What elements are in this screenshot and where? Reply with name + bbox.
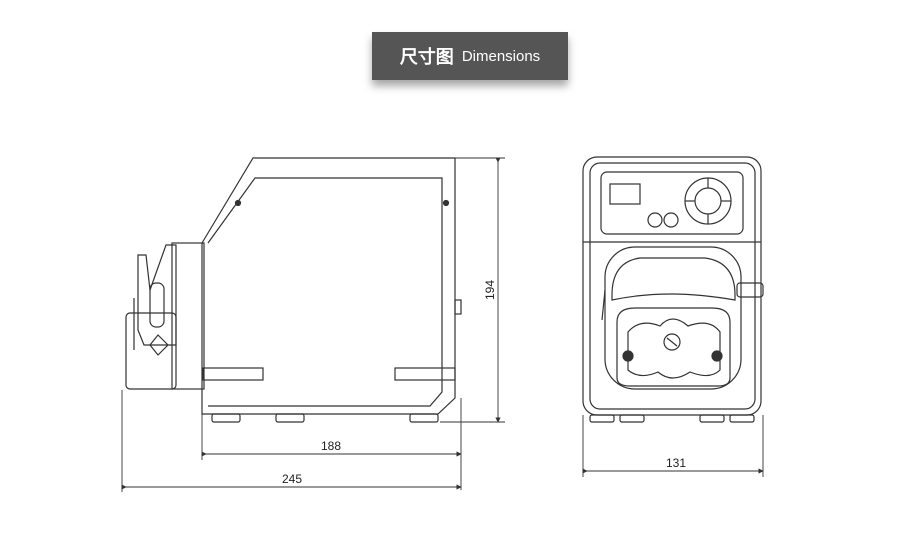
title-banner: 尺寸图 Dimensions xyxy=(372,32,568,80)
pump-rotor-plate xyxy=(616,307,731,387)
pump-side-lever xyxy=(736,282,764,298)
front-foot-4 xyxy=(729,414,755,423)
front-view xyxy=(582,156,764,423)
total-length-label: 245 xyxy=(282,472,302,486)
title-english: Dimensions xyxy=(461,47,541,65)
button-2 xyxy=(663,212,679,228)
side-back-connector xyxy=(454,299,462,315)
front-dimension-lines xyxy=(582,415,764,477)
title-chinese: 尺寸图 xyxy=(399,47,454,68)
side-body-outline xyxy=(201,157,456,415)
front-foot-3 xyxy=(699,414,725,423)
side-foot-2 xyxy=(275,413,305,423)
pump-head-body xyxy=(604,246,742,390)
side-view xyxy=(125,157,462,423)
pump-roller-shape xyxy=(627,318,721,379)
pump-screw-right xyxy=(711,350,723,362)
side-foot-1 xyxy=(211,413,241,423)
pump-head-latch xyxy=(149,334,169,356)
pump-head-cover xyxy=(611,257,736,301)
control-panel xyxy=(600,171,744,235)
pump-head-housing xyxy=(125,312,177,390)
pump-head-lever xyxy=(149,282,165,328)
side-screw-right xyxy=(442,199,450,207)
side-screw-left xyxy=(234,199,242,207)
height-label: 194 xyxy=(483,280,497,300)
pump-head-clamp xyxy=(137,244,177,346)
side-dimension-lines xyxy=(121,157,505,492)
body-length-label: 188 xyxy=(321,439,341,453)
front-body-outline xyxy=(582,156,762,416)
side-handle-right xyxy=(394,367,456,381)
front-panel-frame xyxy=(589,162,756,410)
side-inner-line xyxy=(207,177,443,407)
button-1 xyxy=(647,212,663,228)
display-window xyxy=(609,183,641,205)
control-knob-inner xyxy=(694,187,722,215)
pump-center-screw xyxy=(663,333,681,351)
front-foot-1 xyxy=(589,414,615,423)
width-label: 131 xyxy=(666,456,686,470)
side-handle-left xyxy=(202,367,264,381)
front-foot-2 xyxy=(619,414,645,423)
side-foot-3 xyxy=(409,413,439,423)
pump-screw-left xyxy=(622,350,634,362)
pump-head-plate xyxy=(171,242,205,390)
